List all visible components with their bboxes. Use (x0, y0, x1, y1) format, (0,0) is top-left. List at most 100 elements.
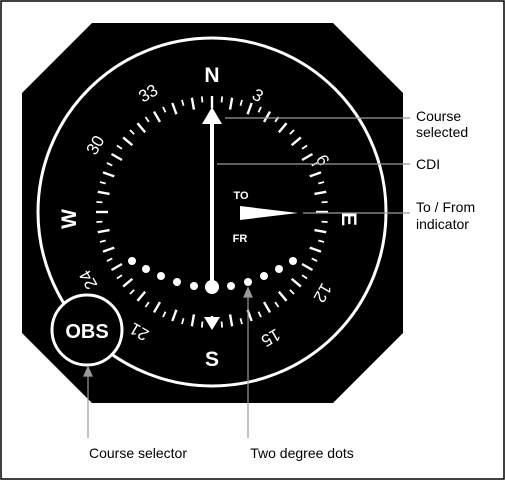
compass-tick (314, 190, 327, 196)
compass-tick (301, 152, 314, 162)
compass-tick (277, 122, 288, 134)
compass-tick (97, 228, 110, 234)
compass-tick (200, 96, 204, 103)
compass-tick (122, 277, 134, 288)
callout-course-selector: Course selector (89, 445, 187, 461)
compass-tick (129, 129, 135, 135)
compass-tick (262, 301, 272, 314)
two-degree-dots-leader-arrow (243, 286, 253, 298)
compass-tick (144, 301, 150, 308)
course-selector-leader-arrow (83, 365, 93, 377)
callout-two-degree-dots: Two degree dots (250, 445, 354, 461)
compass-tick (309, 246, 322, 253)
compass-tick (96, 220, 103, 224)
compass-tick (220, 321, 224, 328)
compass-tick (106, 162, 113, 167)
compass-tick (318, 239, 325, 243)
deviation-dot (157, 272, 165, 280)
compass-tick (96, 200, 103, 204)
callout-course-selected-line2: selected (416, 124, 468, 140)
compass-tick (314, 228, 327, 234)
compass-tick (129, 289, 135, 295)
course-index-arrow (202, 107, 222, 124)
obs-knob[interactable] (50, 293, 124, 367)
compass-tick (162, 311, 167, 318)
cardinal-west: W (58, 209, 81, 229)
callout-leaders (83, 117, 410, 438)
compass-tick (102, 246, 115, 253)
compass-tick (190, 97, 196, 110)
to-label: TO (233, 190, 249, 202)
compass-tick (136, 290, 147, 302)
compass-tick (318, 181, 325, 185)
compass-tick (106, 257, 113, 262)
cardinal-east: E (337, 212, 360, 226)
compass-tick (102, 171, 115, 178)
compass-tick (136, 122, 147, 134)
instrument-outer-ring (36, 36, 388, 388)
compass-tick (181, 318, 185, 325)
compass-tick (301, 262, 314, 272)
two-degree-dots (128, 257, 297, 290)
compass-tick (262, 110, 272, 123)
compass-tick (144, 116, 150, 123)
callout-to-from-line1: To / From (416, 199, 475, 215)
compass-tick (289, 129, 295, 135)
callout-course-selected-line1: Course (416, 108, 461, 124)
compass-tick (99, 181, 106, 185)
compass-tick (181, 99, 185, 106)
compass-tick (122, 136, 134, 147)
to-from-flag-arrow (240, 206, 298, 220)
compass-tick (301, 144, 308, 150)
deviation-dot (173, 278, 181, 286)
callout-cdi: CDI (416, 156, 440, 172)
compass-tick (190, 314, 196, 327)
compass-tick (257, 311, 262, 318)
compass-tick (277, 290, 288, 302)
compass-tick (228, 314, 234, 327)
compass-tick (239, 318, 243, 325)
compass-tick (152, 110, 162, 123)
compass-tick (246, 102, 253, 115)
compass-tick (97, 190, 110, 196)
obs-label: OBS (65, 321, 108, 343)
compass-tick (171, 102, 178, 115)
callout-to-from-line2: indicator (416, 216, 469, 232)
compass-tick (200, 321, 204, 328)
compass-tick (162, 106, 167, 113)
compass-tick (309, 171, 322, 178)
compass-tick (110, 262, 123, 272)
compass-tick-marks (96, 96, 328, 328)
deviation-dot (142, 265, 150, 273)
reciprocal-index-triangle (204, 317, 220, 330)
from-label: FR (233, 233, 248, 245)
compass-tick (301, 274, 308, 280)
deviation-dot (128, 257, 136, 265)
deviation-dot (275, 265, 283, 273)
compass-tick (257, 106, 262, 113)
deviation-dot (190, 282, 198, 290)
compass-tick (289, 289, 295, 295)
compass-tick (220, 96, 224, 103)
cdi-center-dot (205, 280, 219, 294)
compass-tick (290, 136, 302, 147)
compass-tick (116, 274, 123, 280)
compass-tick (116, 144, 123, 150)
compass-tick (311, 257, 318, 262)
compass-tick (290, 277, 302, 288)
deviation-dot (244, 278, 252, 286)
compass-tick (274, 301, 280, 308)
cdi-needle (210, 124, 214, 286)
compass-tick (171, 309, 178, 322)
compass-tick (239, 99, 243, 106)
compass-tick (152, 301, 162, 314)
compass-tick (110, 152, 123, 162)
deviation-dot (227, 282, 235, 290)
compass-tick (321, 200, 328, 204)
compass-tick (99, 239, 106, 243)
compass-tick (228, 97, 234, 110)
cardinal-south: S (205, 348, 219, 371)
deviation-dot (260, 272, 268, 280)
cardinal-north: N (204, 64, 219, 87)
